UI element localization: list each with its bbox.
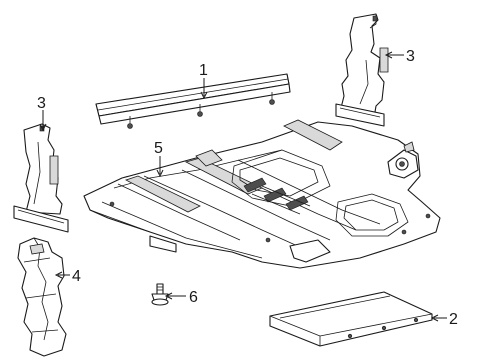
leader-lines xyxy=(39,51,447,322)
leader-1-arrow xyxy=(200,91,208,100)
callout-4: 4 xyxy=(72,268,81,285)
part-1-deflector[interactable] xyxy=(95,73,291,129)
callout-6: 6 xyxy=(189,289,198,306)
part-5-underbody-shield[interactable] xyxy=(83,119,441,269)
leader-5-arrow xyxy=(156,169,164,178)
leader-2-arrow xyxy=(430,314,439,322)
callout-3-right: 3 xyxy=(406,48,415,65)
callout-2: 2 xyxy=(449,311,458,328)
leader-6-arrow xyxy=(164,292,173,300)
part-3-left-shield[interactable] xyxy=(13,123,69,233)
part-3-right-shield[interactable] xyxy=(335,13,389,127)
leader-3-left-arrow xyxy=(39,123,47,132)
part-4-splash-shield[interactable] xyxy=(17,237,67,357)
leader-4-arrow xyxy=(54,271,63,279)
part-6-bolt[interactable] xyxy=(151,283,169,306)
callout-1: 1 xyxy=(199,62,208,79)
part-2-rear-plate[interactable] xyxy=(269,291,433,347)
callout-3-left: 3 xyxy=(37,95,46,112)
leader-3-right-arrow xyxy=(384,51,393,59)
callout-5: 5 xyxy=(154,140,163,157)
